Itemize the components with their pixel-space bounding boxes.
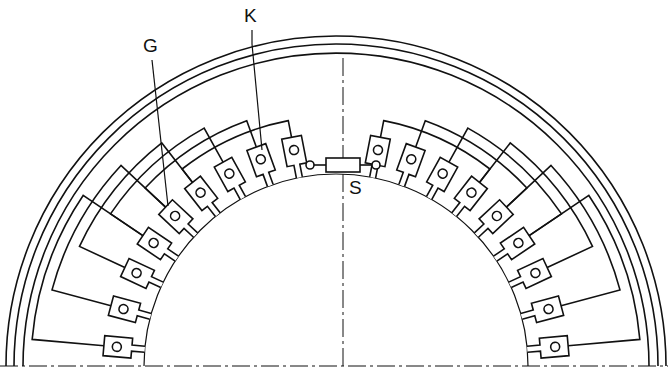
end-winding bbox=[52, 165, 166, 305]
end-winding bbox=[506, 165, 620, 305]
stator-slot bbox=[519, 296, 564, 326]
outer-ring bbox=[14, 44, 658, 366]
stator-slot bbox=[392, 144, 425, 189]
stator-slot bbox=[526, 336, 569, 359]
bore-arc bbox=[144, 174, 528, 366]
centre-line bbox=[343, 58, 344, 370]
stator-slot bbox=[247, 144, 280, 189]
stator-slot bbox=[490, 227, 535, 267]
end-winding bbox=[32, 195, 143, 345]
end-winding bbox=[182, 121, 291, 183]
stator-slot bbox=[121, 258, 167, 293]
end-winding bbox=[380, 121, 489, 183]
stator-slot bbox=[214, 157, 251, 203]
stator-slot bbox=[103, 336, 146, 359]
leader-line bbox=[152, 60, 168, 206]
end-winding bbox=[111, 128, 224, 236]
stator-slot bbox=[506, 258, 552, 293]
centre-line bbox=[0, 366, 668, 367]
conductor bbox=[372, 161, 380, 169]
stator-slot bbox=[446, 176, 487, 221]
pole-lead bbox=[314, 164, 326, 166]
outer-ring bbox=[6, 36, 666, 366]
stator-slot bbox=[137, 227, 182, 267]
stator-slot bbox=[185, 176, 226, 221]
pole-lead bbox=[360, 164, 372, 166]
stator-slot bbox=[108, 296, 153, 326]
end-winding bbox=[479, 143, 592, 268]
end-winding bbox=[80, 143, 193, 268]
stator-slot bbox=[363, 135, 390, 179]
end-winding bbox=[416, 121, 527, 207]
outer-ring bbox=[23, 53, 649, 366]
leader-line bbox=[252, 30, 262, 150]
end-winding bbox=[529, 195, 640, 345]
part-label: G bbox=[143, 36, 158, 55]
pole-piece bbox=[326, 158, 360, 172]
conductor bbox=[306, 161, 314, 169]
part-label: S bbox=[349, 178, 362, 197]
stator-slot bbox=[420, 157, 457, 203]
end-winding bbox=[145, 121, 256, 207]
end-winding bbox=[449, 128, 562, 236]
part-label: K bbox=[244, 6, 257, 25]
stator-slot bbox=[282, 135, 309, 179]
